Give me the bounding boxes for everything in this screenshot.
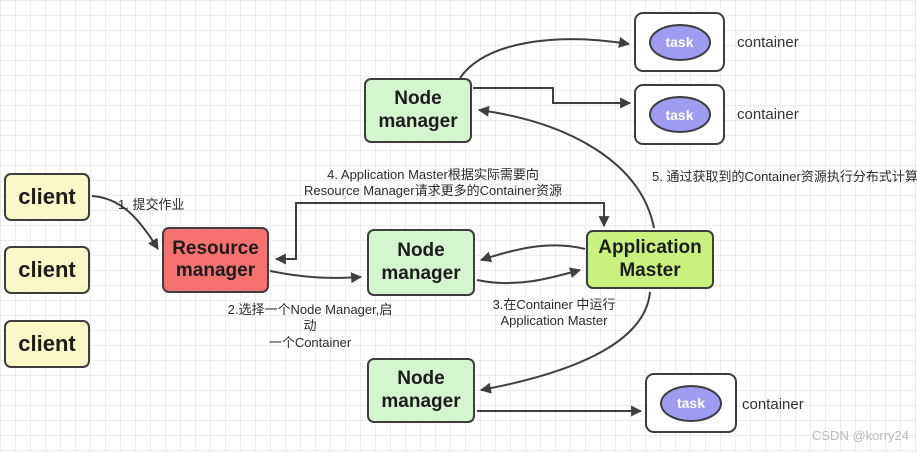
container-box-3: task [645,373,737,433]
container-label-3: container [742,396,804,413]
node-manager-bottom: Node manager [367,358,475,423]
annotation-step5: 5. 通过获取到的Container资源执行分布式计算 [652,169,917,184]
node-manager-top: Node manager [364,78,472,143]
container-box-2: task [634,84,725,145]
task-ellipse-2: task [648,96,711,133]
container-box-1: task [634,12,725,72]
container-label-2: container [737,106,799,123]
annotation-step3: 3.在Container 中运行 Application Master [492,297,616,329]
watermark: CSDN @korry24 [812,428,909,443]
node-manager-middle: Node manager [367,229,475,296]
client-node-2: client [4,246,90,294]
container-label-1: container [737,34,799,51]
arrow-step4-application-master-resource-manager [274,202,610,265]
task-ellipse-3: task [660,384,722,422]
resource-manager-node: Resource manager [162,227,269,293]
arrow-node-manager-top-to-container1 [459,36,631,79]
application-master-node: Application Master [586,230,714,289]
arrow-resource-manager-to-node-manager-middle [269,270,363,284]
client-node-1: client [4,173,90,221]
arrow-node-manager-middle-to-application-master [476,267,582,285]
arrow-node-manager-top-to-container2 [473,87,632,109]
annotation-step2: 2.选择一个Node Manager,启动 一个Container [227,302,393,350]
arrow-application-master-to-node-manager-middle [479,244,586,263]
annotation-step1: 1. 提交作业 [118,197,185,212]
arrow-client-to-resource-manager [91,195,159,250]
arrow-application-master-to-node-manager-top [477,105,655,229]
task-ellipse-1: task [648,23,711,61]
arrow-application-master-to-node-manager-bottom [479,291,651,394]
annotation-step4: 4. Application Master根据实际需要向 Resource Ma… [304,167,562,199]
client-node-3: client [4,320,90,368]
